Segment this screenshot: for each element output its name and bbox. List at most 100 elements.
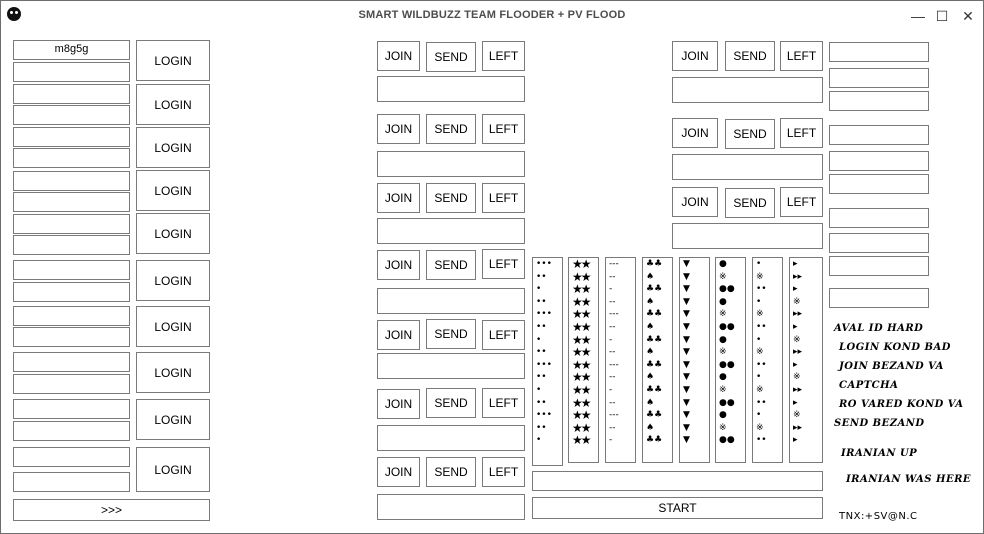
join-button-4[interactable]: JOIN — [377, 250, 420, 280]
username-field-3[interactable] — [13, 127, 130, 147]
app-icon — [7, 7, 21, 21]
pv-field-4[interactable] — [829, 125, 929, 145]
flood-text-3[interactable]: --- -- - -- --- -- - -- --- -- - -- --- … — [605, 257, 636, 463]
message-field-8[interactable] — [672, 77, 823, 103]
message-field-7[interactable] — [377, 494, 525, 520]
username-field-8[interactable] — [13, 352, 130, 372]
password-field-6[interactable] — [13, 282, 130, 302]
login-button-9[interactable]: LOGIN — [136, 399, 210, 440]
username-field-4[interactable] — [13, 171, 130, 191]
message-field-4[interactable] — [377, 288, 525, 314]
login-button-6[interactable]: LOGIN — [136, 260, 210, 301]
username-field-1[interactable]: m8g5g — [13, 40, 130, 60]
pv-field-8[interactable] — [829, 233, 929, 253]
maximize-icon[interactable]: ☐ — [935, 8, 949, 24]
send-button-8[interactable]: SEND — [725, 41, 775, 71]
login-button-1[interactable]: LOGIN — [136, 40, 210, 81]
left-button-5[interactable]: LEFT — [482, 320, 525, 350]
message-field-2[interactable] — [377, 151, 525, 177]
message-field-5[interactable] — [377, 353, 525, 379]
login-button-5[interactable]: LOGIN — [136, 213, 210, 254]
username-field-2[interactable] — [13, 84, 130, 104]
username-field-5[interactable] — [13, 214, 130, 234]
left-button-6[interactable]: LEFT — [482, 388, 525, 418]
flood-text-4[interactable]: ♣♣ ♠ ♣♣ ♠ ♣♣ ♠ ♣♣ ♠ ♣♣ ♠ ♣♣ ♠ ♣♣ ♠ ♣♣ — [642, 257, 673, 463]
left-button-10[interactable]: LEFT — [780, 187, 823, 217]
left-button-8[interactable]: LEFT — [780, 41, 823, 71]
password-field-9[interactable] — [13, 421, 130, 441]
send-button-9[interactable]: SEND — [725, 119, 775, 149]
status-field[interactable] — [532, 471, 823, 491]
password-field-10[interactable] — [13, 472, 130, 492]
login-button-8[interactable]: LOGIN — [136, 352, 210, 393]
join-button-9[interactable]: JOIN — [672, 118, 718, 148]
left-button-7[interactable]: LEFT — [482, 457, 525, 487]
send-button-1[interactable]: SEND — [426, 42, 476, 72]
flood-text-5[interactable]: ▼ ▼ ▼ ▼ ▼ ▼ ▼ ▼ ▼ ▼ ▼ ▼ ▼ ▼ ▼ — [679, 257, 710, 463]
password-field-1[interactable] — [13, 62, 130, 82]
pv-field-7[interactable] — [829, 208, 929, 228]
send-button-7[interactable]: SEND — [426, 457, 476, 487]
left-button-1[interactable]: LEFT — [482, 41, 525, 71]
message-field-10[interactable] — [672, 223, 823, 249]
join-button-10[interactable]: JOIN — [672, 187, 718, 217]
pv-field-10[interactable] — [829, 288, 929, 308]
flood-text-2[interactable]: ★★ ★★ ★★ ★★ ★★ ★★ ★★ ★★ ★★ ★★ ★★ ★★ ★★ ★… — [568, 257, 599, 463]
username-field-6[interactable] — [13, 260, 130, 280]
login-button-7[interactable]: LOGIN — [136, 306, 210, 347]
left-button-3[interactable]: LEFT — [482, 183, 525, 213]
left-button-4[interactable]: LEFT — [482, 249, 525, 279]
join-button-2[interactable]: JOIN — [377, 114, 420, 144]
pv-field-5[interactable] — [829, 151, 929, 171]
more-button[interactable]: >>> — [13, 499, 210, 521]
pv-field-2[interactable] — [829, 68, 929, 88]
join-button-7[interactable]: JOIN — [377, 457, 420, 487]
login-button-3[interactable]: LOGIN — [136, 127, 210, 168]
start-button[interactable]: START — [532, 497, 823, 519]
login-button-4[interactable]: LOGIN — [136, 170, 210, 211]
send-button-10[interactable]: SEND — [725, 188, 775, 218]
pv-field-1[interactable] — [829, 42, 929, 62]
minimize-icon[interactable]: — — [911, 8, 925, 24]
pv-field-9[interactable] — [829, 256, 929, 276]
message-field-9[interactable] — [672, 154, 823, 180]
send-button-3[interactable]: SEND — [426, 183, 476, 213]
password-field-5[interactable] — [13, 235, 130, 255]
flood-text-6[interactable]: ● ※ ●● ● ※ ●● ● ※ ●● ● ※ ●● ● ※ ●● — [715, 257, 746, 463]
password-field-4[interactable] — [13, 192, 130, 212]
join-button-6[interactable]: JOIN — [377, 389, 420, 419]
username-field-9[interactable] — [13, 399, 130, 419]
flood-text-1[interactable]: ••• •• • •• ••• •• • •• ••• •• • •• ••• … — [532, 257, 563, 466]
title-bar[interactable]: SMART WILDBUZZ TEAM FLOODER + PV FLOOD —… — [1, 1, 983, 31]
pv-field-3[interactable] — [829, 91, 929, 111]
join-button-1[interactable]: JOIN — [377, 41, 420, 71]
password-field-2[interactable] — [13, 105, 130, 125]
left-button-2[interactable]: LEFT — [482, 114, 525, 144]
left-button-9[interactable]: LEFT — [780, 118, 823, 148]
password-field-3[interactable] — [13, 148, 130, 168]
message-field-6[interactable] — [377, 425, 525, 451]
flood-text-7[interactable]: • ※ •• • ※ •• • ※ •• • ※ •• • ※ •• — [752, 257, 783, 463]
note-line-9: TNX:+SV@N.C — [839, 511, 918, 522]
password-field-8[interactable] — [13, 374, 130, 394]
send-button-6[interactable]: SEND — [426, 388, 476, 418]
username-field-10[interactable] — [13, 447, 130, 467]
send-button-2[interactable]: SEND — [426, 114, 476, 144]
note-line-6: SEND BEZAND — [834, 418, 925, 429]
message-field-1[interactable] — [377, 76, 525, 102]
join-button-5[interactable]: JOIN — [377, 320, 420, 350]
send-button-4[interactable]: SEND — [426, 250, 476, 280]
send-button-5[interactable]: SEND — [426, 319, 476, 349]
password-field-7[interactable] — [13, 327, 130, 347]
flood-text-8[interactable]: ▸ ▸▸ ▸ ※ ▸▸ ▸ ※ ▸▸ ▸ ※ ▸▸ ▸ ※ ▸▸ ▸ — [789, 257, 823, 463]
join-button-8[interactable]: JOIN — [672, 41, 718, 71]
window-title: SMART WILDBUZZ TEAM FLOODER + PV FLOOD — [358, 9, 626, 21]
login-button-2[interactable]: LOGIN — [136, 84, 210, 125]
close-icon[interactable]: ✕ — [962, 8, 974, 24]
login-button-10[interactable]: LOGIN — [136, 447, 210, 492]
message-field-3[interactable] — [377, 218, 525, 244]
username-field-7[interactable] — [13, 306, 130, 326]
pv-field-6[interactable] — [829, 174, 929, 194]
note-line-8: IRANIAN WAS HERE — [846, 474, 972, 485]
join-button-3[interactable]: JOIN — [377, 183, 420, 213]
